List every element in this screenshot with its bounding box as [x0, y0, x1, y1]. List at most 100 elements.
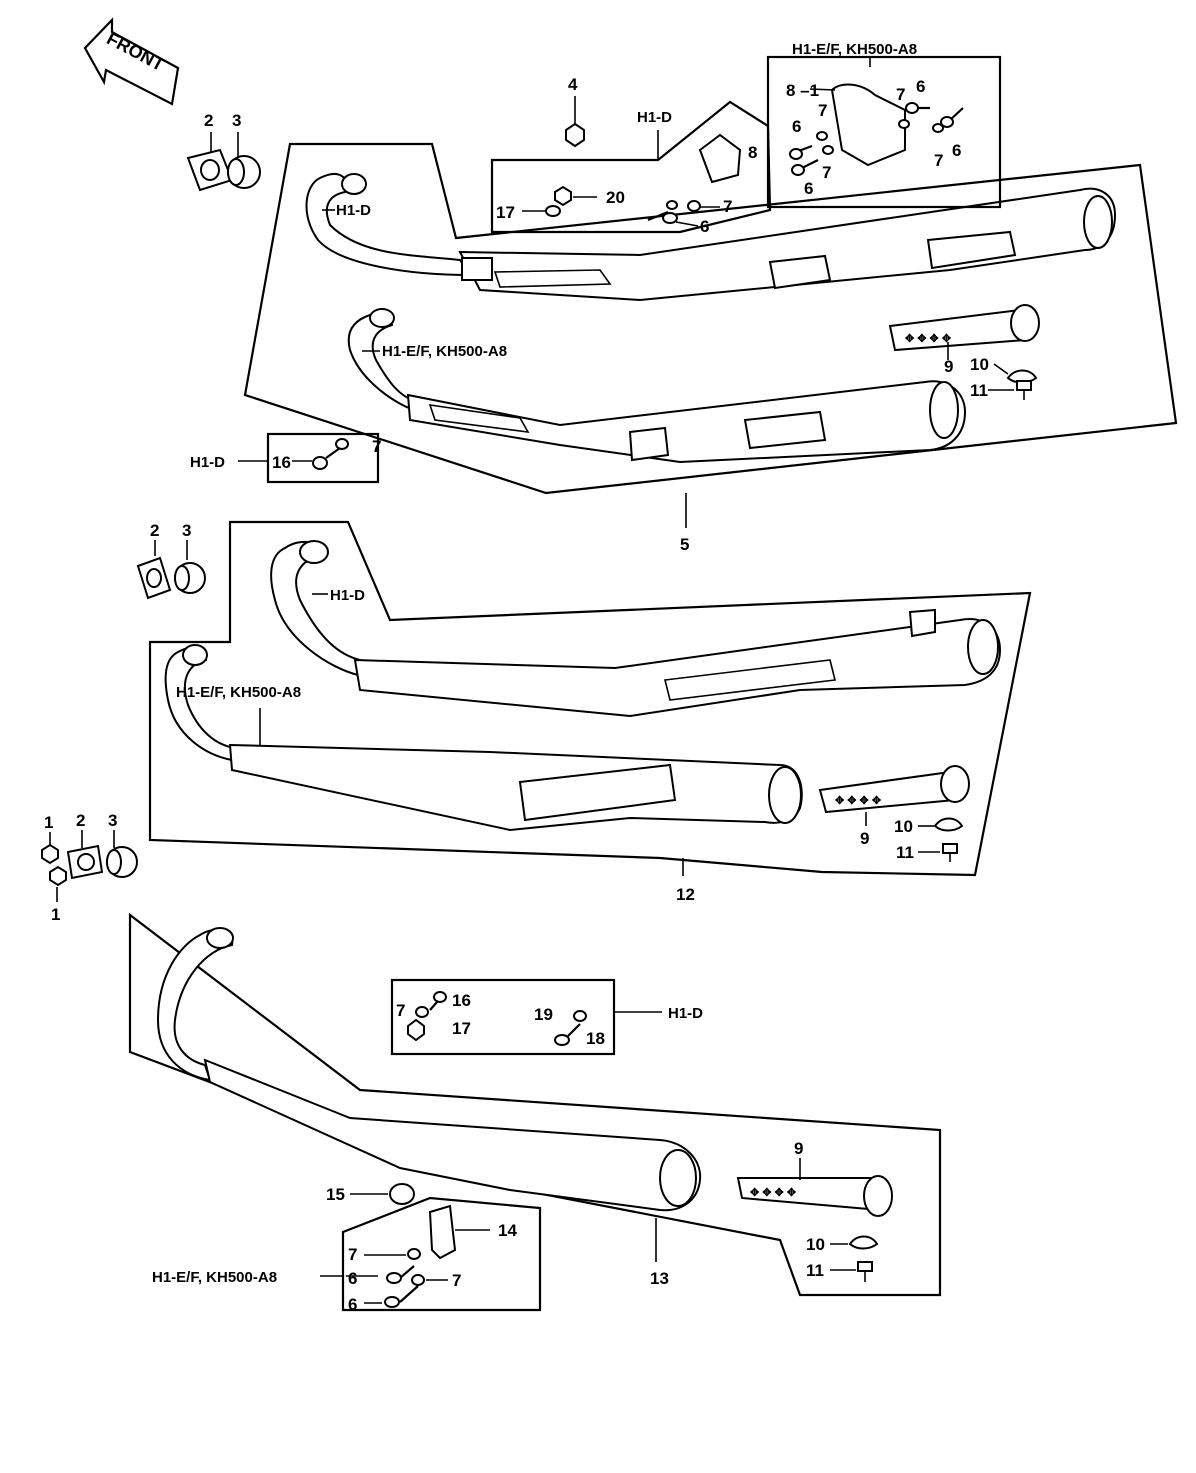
- collar-3-left: [106, 846, 138, 878]
- h1ef-detail-box-bottom: [341, 1196, 542, 1312]
- svg-text:✥ ✥ ✥ ✥: ✥ ✥ ✥ ✥: [750, 1187, 796, 1199]
- callout-6-d: 6: [804, 179, 813, 198]
- callout-7-a: 7: [818, 101, 827, 120]
- callout-18: 18: [586, 1029, 605, 1048]
- callout-12: 12: [676, 885, 695, 904]
- washer-7-top: [687, 200, 701, 212]
- callout-9-top: 9: [944, 357, 953, 376]
- callout-3-top: 3: [232, 111, 241, 130]
- callout-6-a: 6: [916, 77, 925, 96]
- callout-labels: 4 2 3 H1-D 8 20 17 7 6 H1-E/F, KH500-A8 …: [44, 41, 989, 1314]
- h1ef-detail-box-top: [766, 55, 1002, 209]
- clamp-10-middle: [933, 817, 964, 832]
- callout-2-left: 2: [76, 811, 85, 830]
- silencer-insert-9-bottom: ✥ ✥ ✥ ✥: [736, 1175, 893, 1217]
- callout-7-bottom-b: 7: [452, 1271, 461, 1290]
- variant-h1ef-muffler-middle: H1-E/F, KH500-A8: [176, 684, 301, 701]
- callout-2-top: 2: [204, 111, 213, 130]
- callout-10-bottom: 10: [806, 1235, 825, 1254]
- callout-11-bottom: 11: [806, 1261, 824, 1280]
- svg-text:✥ ✥ ✥ ✥: ✥ ✥ ✥ ✥: [835, 795, 881, 807]
- variant-h1ef-muffler-top: H1-E/F, KH500-A8: [382, 343, 507, 360]
- muffler-h1ef-middle: [164, 644, 803, 832]
- gasket-2-middle: [136, 556, 172, 600]
- leader-lines: [312, 209, 1014, 1304]
- collar-3-top: [227, 155, 261, 189]
- clamp-10-bottom: [848, 1235, 879, 1250]
- callout-8-1: 8 –1: [786, 81, 819, 100]
- callout-6-c: 6: [952, 141, 961, 160]
- callout-16: 16: [272, 453, 291, 472]
- callout-11-middle: 11: [896, 843, 914, 862]
- callout-7-d: 7: [822, 163, 831, 182]
- bolt-6-bottom-a: [386, 1265, 415, 1284]
- callout-1-lower: 1: [51, 905, 60, 924]
- callout-17-top: 17: [496, 203, 515, 222]
- silencer-insert-9-middle: ✥ ✥ ✥ ✥: [818, 765, 970, 814]
- svg-text:✥ ✥ ✥ ✥: ✥ ✥ ✥ ✥: [905, 333, 951, 345]
- variant-h1d-muffler-top: H1-D: [336, 202, 371, 219]
- washer-17: [545, 205, 561, 217]
- callout-7-bottom-box: 7: [396, 1001, 405, 1020]
- collar-3-middle: [174, 562, 206, 594]
- group-5-outline: [243, 142, 1178, 495]
- muffler-bottom: [156, 927, 702, 1212]
- bolt-11-middle: [942, 843, 958, 862]
- nut-20: [554, 185, 572, 207]
- gasket-2-top: [186, 148, 234, 192]
- callout-3-middle: 3: [182, 521, 191, 540]
- callout-6-bottom-a: 6: [348, 1269, 357, 1288]
- nut-1-upper: [41, 843, 59, 865]
- callout-19: 19: [534, 1005, 553, 1024]
- h1d-detail-box-16: [266, 432, 380, 484]
- callout-1-upper: 1: [44, 813, 53, 832]
- variant-h1d-box-16: H1-D: [190, 454, 225, 471]
- bolt-6-left-b: [791, 159, 819, 176]
- callout-2-middle: 2: [150, 521, 159, 540]
- variant-h1d-box-bottom: H1-D: [668, 1005, 703, 1022]
- bolt-6-bottom-b: [384, 1285, 419, 1308]
- bolt-11-bottom: [857, 1261, 873, 1282]
- front-arrow: FRONT: [83, 17, 180, 106]
- callout-7-box-16: 7: [372, 437, 381, 456]
- callout-16-bottom: 16: [452, 991, 471, 1010]
- callout-7-b: 7: [896, 85, 905, 104]
- clamp-10-top: [1006, 369, 1038, 384]
- group-12-outline: [148, 520, 1032, 877]
- silencer-insert-9-top: ✥ ✥ ✥ ✥: [888, 304, 1040, 352]
- callout-20: 20: [606, 188, 625, 207]
- callout-4: 4: [568, 75, 578, 94]
- bolt-16: [312, 447, 341, 470]
- bolt-18: [554, 1023, 581, 1046]
- callout-3-left: 3: [108, 811, 117, 830]
- cap-15: [389, 1183, 415, 1205]
- callout-14: 14: [498, 1221, 517, 1240]
- variant-h1d-top-box: H1-D: [637, 109, 672, 126]
- callout-7-top-box: 7: [723, 197, 732, 216]
- callout-11-top: 11: [970, 381, 988, 400]
- bolt-6-right: [940, 107, 964, 128]
- callout-13: 13: [650, 1269, 669, 1288]
- nut-1-lower: [49, 865, 67, 887]
- callout-10-top: 10: [970, 355, 989, 374]
- muffler-h1d-middle: [270, 540, 1002, 718]
- variant-h1ef-box-bottom: H1-E/F, KH500-A8: [152, 1269, 277, 1286]
- callout-6-b: 6: [792, 117, 801, 136]
- bracket-14: [428, 1204, 457, 1260]
- washer-7-b: [666, 200, 678, 210]
- callout-8: 8: [748, 143, 757, 162]
- front-label: FRONT: [104, 28, 168, 75]
- bolt-11-top: [1016, 380, 1032, 400]
- callout-9-bottom: 9: [794, 1139, 803, 1158]
- callout-10-middle: 10: [894, 817, 913, 836]
- callout-7-c: 7: [934, 151, 943, 170]
- bolt-6-left-a: [789, 144, 813, 160]
- bolt-6-upper: [905, 102, 930, 114]
- callout-9-middle: 9: [860, 829, 869, 848]
- variant-h1ef-top-box: H1-E/F, KH500-A8: [792, 41, 917, 58]
- callout-17-bottom: 17: [452, 1019, 471, 1038]
- bolt-16-bottom: [429, 991, 447, 1011]
- callout-7-bottom-a: 7: [348, 1245, 357, 1264]
